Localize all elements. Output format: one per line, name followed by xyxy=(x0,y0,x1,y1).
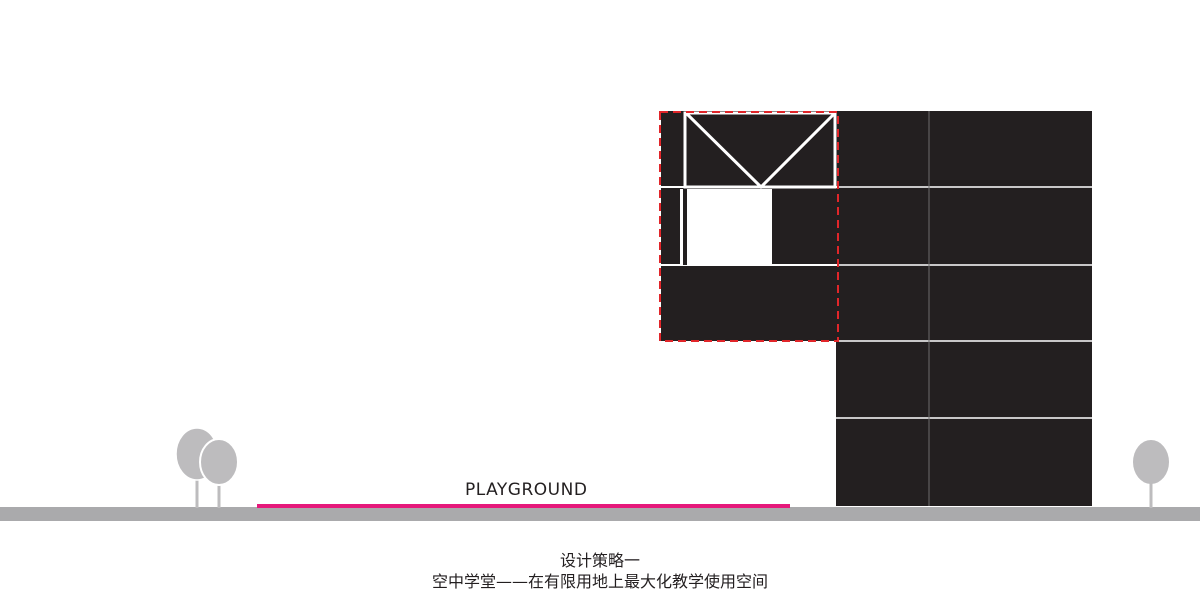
main-building xyxy=(836,111,1092,506)
caption: 设计策略一 空中学堂——在有限用地上最大化教学使用空间 xyxy=(0,550,1200,592)
highlight-frame xyxy=(659,111,839,342)
ground-line xyxy=(0,507,1200,521)
sky-classroom-block xyxy=(661,111,837,341)
tree-icon xyxy=(199,438,239,508)
caption-subtitle: 空中学堂——在有限用地上最大化教学使用空间 xyxy=(431,572,768,591)
tree-icon xyxy=(1133,440,1169,508)
playground-label: PLAYGROUND xyxy=(465,480,588,500)
caption-title: 设计策略一 xyxy=(559,551,640,570)
playground-line xyxy=(257,504,790,508)
